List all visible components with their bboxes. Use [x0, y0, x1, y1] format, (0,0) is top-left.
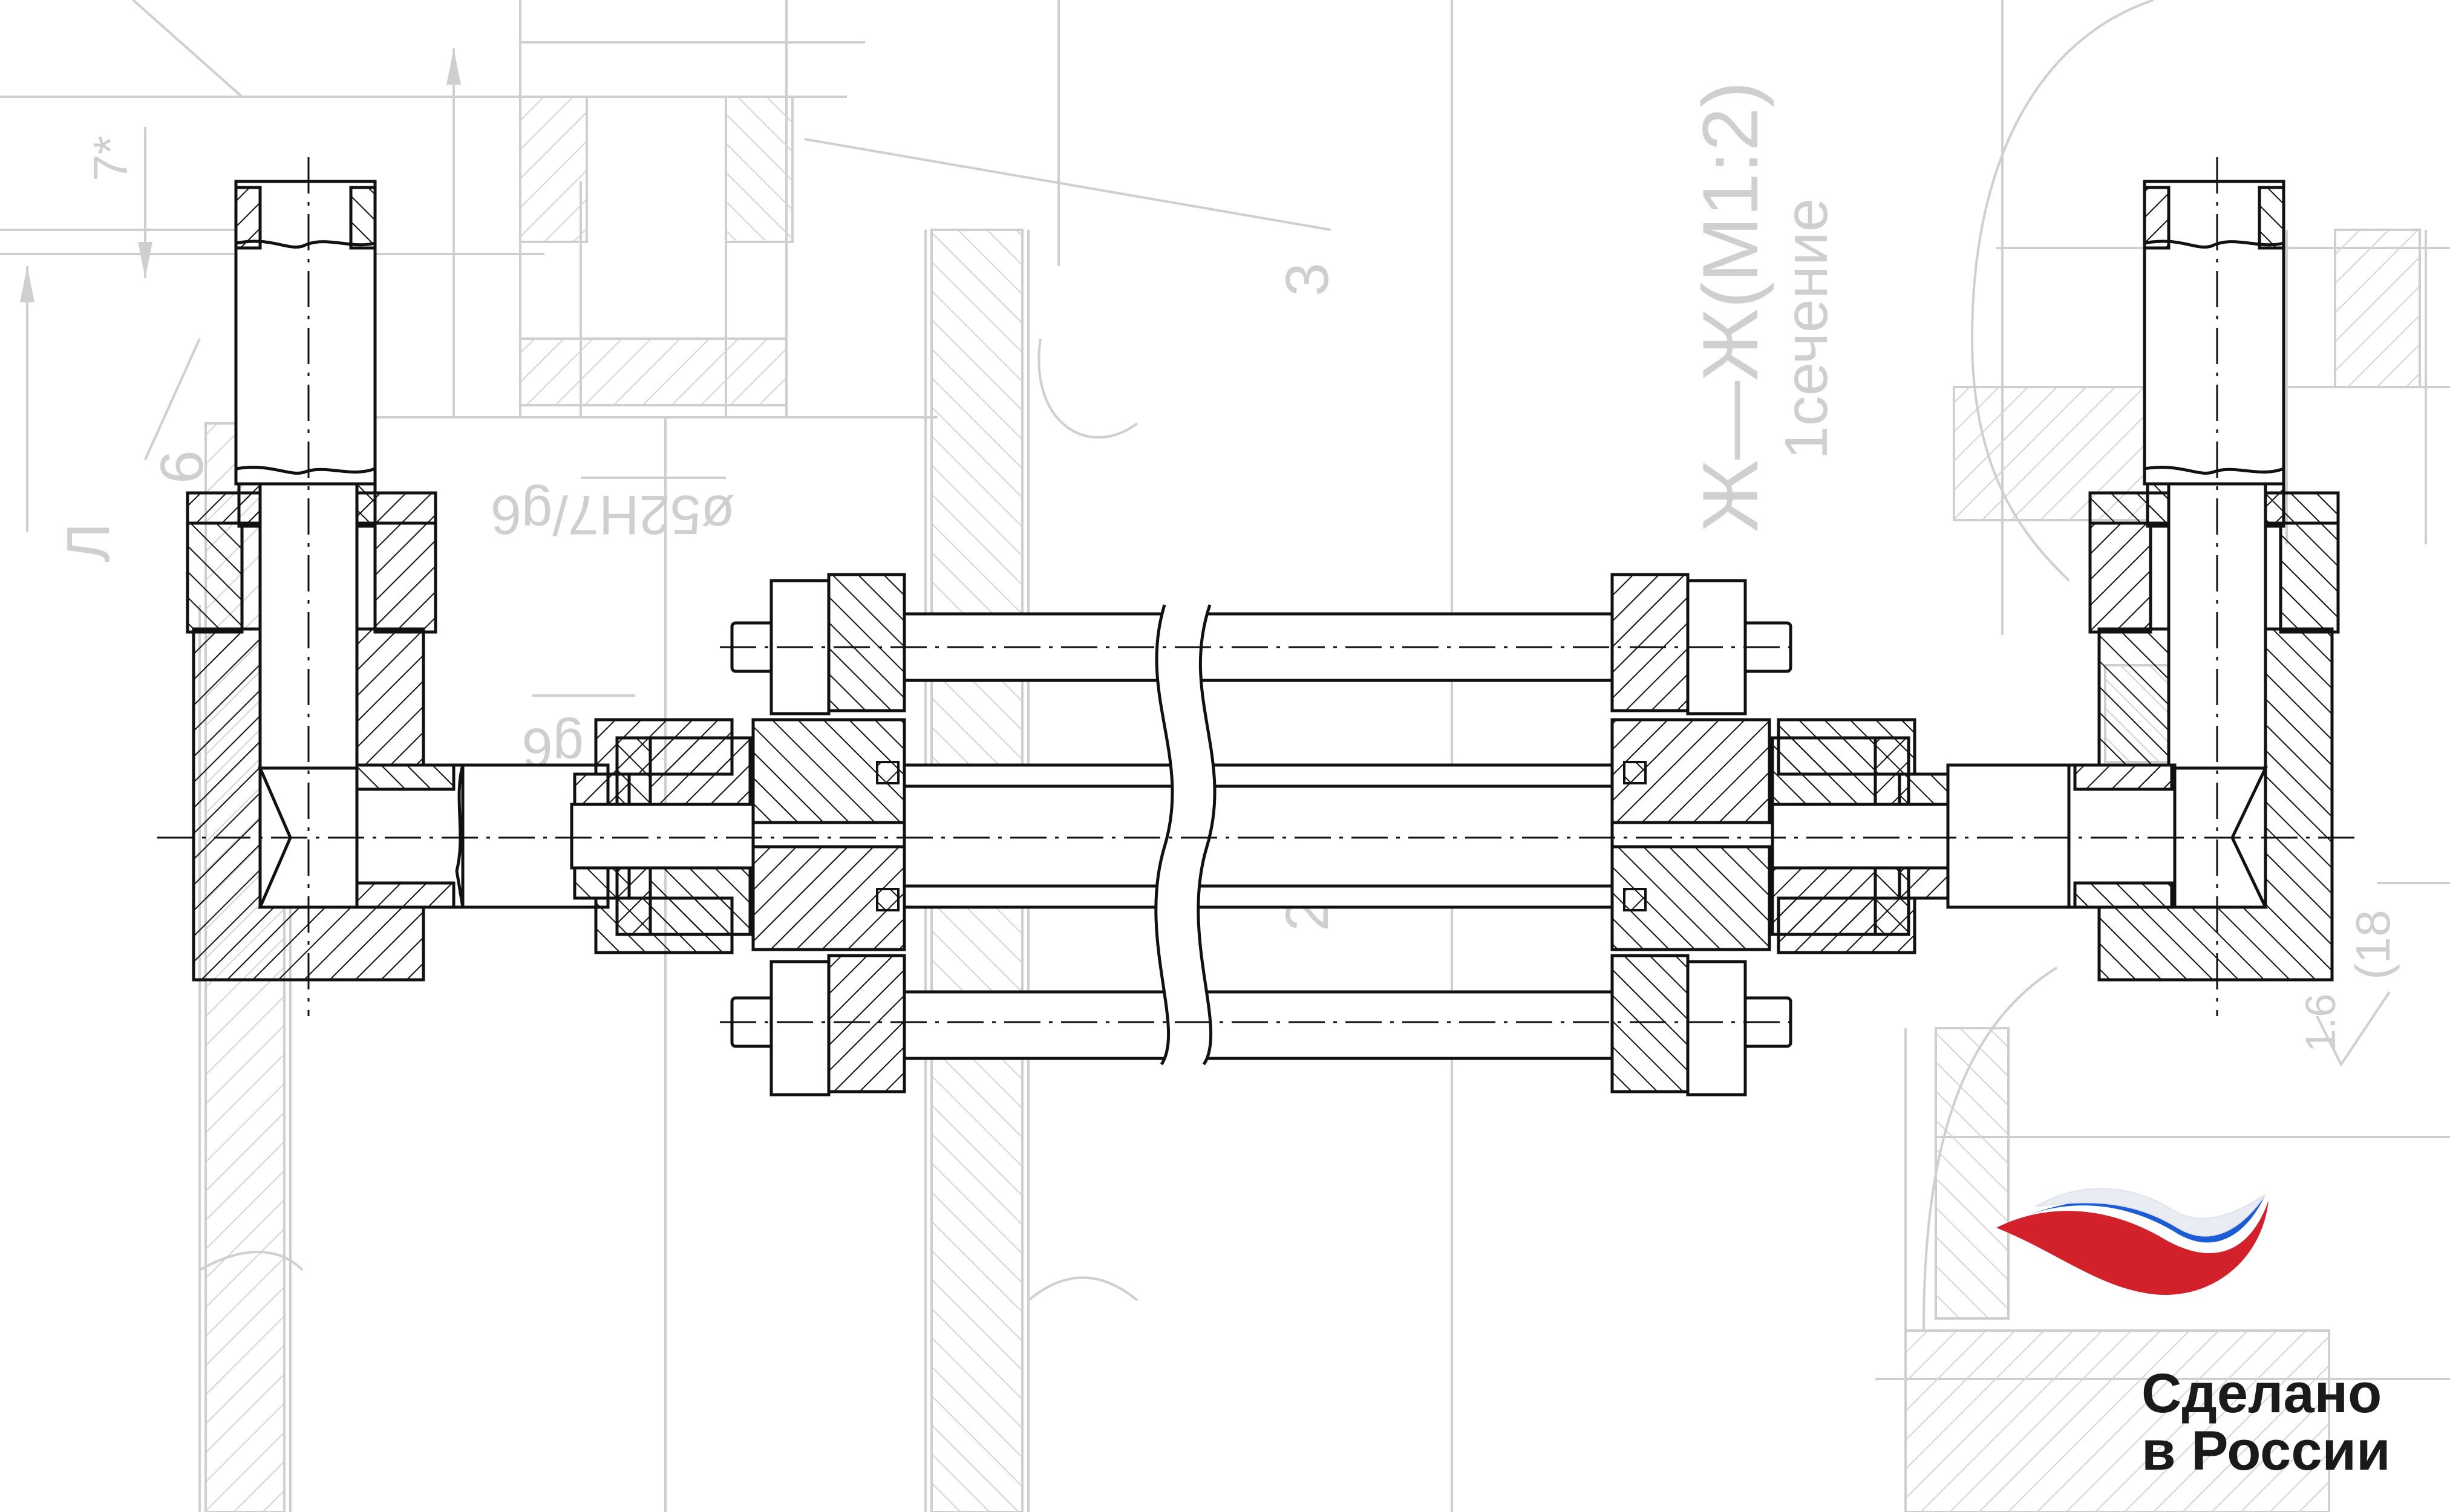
section-title: Ж—Ж(М1:2): [1686, 81, 1774, 532]
right-bolts: [1686, 579, 1792, 1097]
axis-lines: [157, 157, 2359, 1023]
roughness-value: 1.6: [2297, 994, 2344, 1052]
left-elbow: [186, 180, 465, 982]
assembly-drawing: [157, 157, 2359, 1097]
left-coupling: [570, 718, 755, 954]
dimension-3: 3: [1273, 262, 1341, 296]
dimension-7: 7*: [83, 135, 137, 181]
section-subtitle: 1сечение: [1772, 198, 1840, 460]
right-flange: [1610, 573, 1771, 1093]
right-elbow: [2067, 180, 2340, 982]
dimension-6: 6: [148, 450, 216, 484]
logo-line2: в России: [2141, 1420, 2391, 1482]
right-coupling: [1771, 718, 1956, 954]
main-tube: [903, 612, 1614, 1060]
dimension-l: Л: [54, 523, 122, 562]
made-in-russia-logo: Сделано в России: [1996, 1188, 2391, 1482]
fit-dimension: ø52H7/g6: [491, 484, 735, 546]
break-line: [1154, 604, 1217, 1066]
flag-wave-icon: [1996, 1188, 2269, 1295]
left-flange: [751, 573, 906, 1093]
right-pipe: [1946, 763, 2071, 909]
logo-line1: Сделано: [2141, 1363, 2382, 1424]
dimension-18: (18: [2346, 910, 2400, 980]
